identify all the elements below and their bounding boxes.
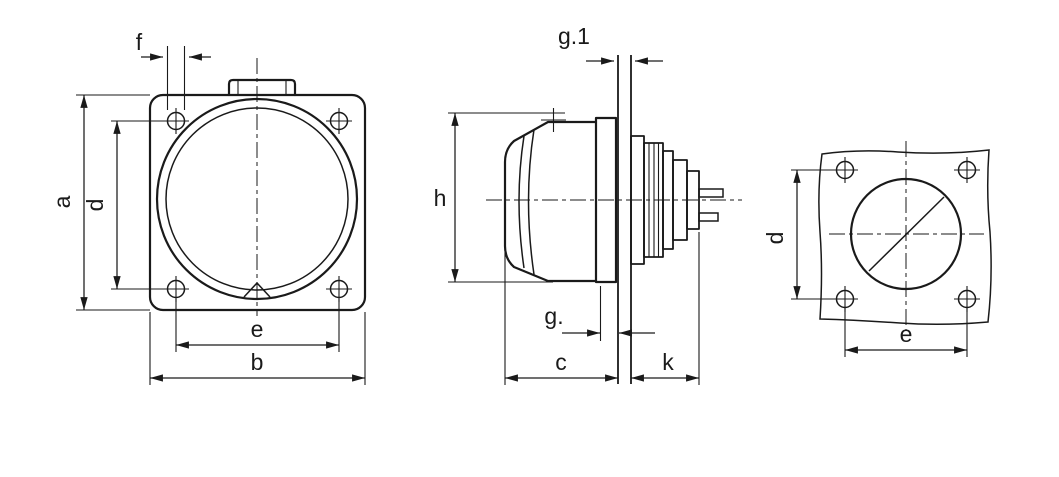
dim-e-front: e bbox=[175, 299, 340, 352]
dim-d-front: d bbox=[82, 120, 165, 290]
dim-e-cutout: e bbox=[844, 308, 968, 357]
drill-hole bbox=[832, 157, 858, 183]
dim-g1: g.1 bbox=[558, 23, 663, 65]
panel-patch-outline bbox=[818, 149, 992, 326]
dim-g: g. bbox=[544, 286, 655, 341]
mounting-flange bbox=[594, 116, 618, 284]
drill-hole bbox=[832, 286, 858, 312]
dim-k: k bbox=[631, 232, 700, 385]
mounting-hole bbox=[163, 276, 189, 302]
dim-label-f: f bbox=[136, 29, 143, 55]
dim-label-e-cutout: e bbox=[900, 321, 913, 347]
dim-c: c bbox=[504, 252, 618, 385]
extension-line bbox=[166, 46, 186, 110]
front-view: f a d e b bbox=[49, 29, 367, 385]
dim-label-d-front: d bbox=[82, 199, 108, 212]
dim-d-cutout: d bbox=[762, 169, 836, 300]
lid-contour bbox=[518, 135, 525, 269]
panel-cutout-view: d e bbox=[762, 141, 992, 357]
dim-label-d-cutout: d bbox=[762, 232, 788, 245]
hinge-pin-crosshair bbox=[541, 108, 566, 132]
extension-line bbox=[76, 94, 150, 311]
housing-profile bbox=[503, 120, 598, 283]
dim-label-c: c bbox=[555, 349, 567, 375]
mounting-hole bbox=[326, 276, 352, 302]
mounting-hole bbox=[326, 108, 352, 134]
hinge-tab bbox=[227, 78, 297, 97]
extension-line bbox=[149, 312, 366, 385]
dim-label-b: b bbox=[251, 349, 264, 375]
dim-label-k: k bbox=[662, 349, 674, 375]
terminal-pin bbox=[698, 212, 719, 222]
hinge-tab-detail bbox=[237, 80, 287, 95]
dim-label-g: g. bbox=[544, 303, 563, 329]
drill-hole bbox=[954, 157, 980, 183]
mounting-hole bbox=[163, 108, 189, 134]
dim-f: f bbox=[136, 29, 211, 110]
dim-label-a: a bbox=[49, 195, 75, 208]
dim-h: h bbox=[434, 112, 565, 283]
dim-label-e-front: e bbox=[251, 316, 264, 342]
dim-label-g1: g.1 bbox=[558, 23, 590, 49]
lid-contour bbox=[527, 129, 535, 275]
drill-hole bbox=[954, 286, 980, 312]
side-view: h g.1 g. c k bbox=[434, 23, 742, 385]
terminal-pin bbox=[698, 188, 724, 198]
extension-line bbox=[448, 112, 565, 283]
dim-label-h: h bbox=[434, 185, 447, 211]
dim-b: b bbox=[149, 312, 366, 385]
dim-a: a bbox=[49, 94, 150, 311]
